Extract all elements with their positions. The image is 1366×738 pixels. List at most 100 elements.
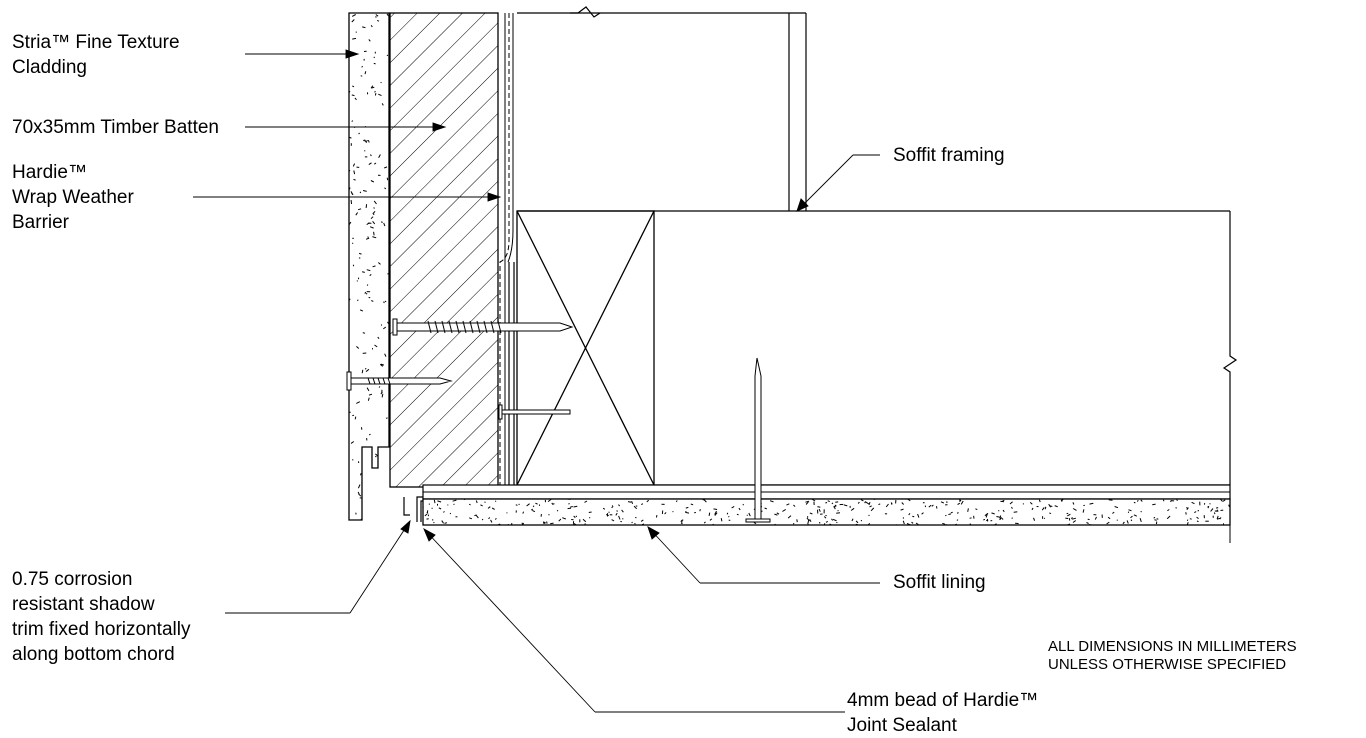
texture-speckle <box>727 513 728 515</box>
texture-speckle <box>951 512 953 513</box>
texture-speckle <box>388 466 389 467</box>
texture-speckle <box>362 272 365 273</box>
label-shadow-trim: 0.75 corrosion resistant shadow trim fix… <box>12 567 190 667</box>
cladding-panel <box>348 13 391 520</box>
dimensions-note: ALL DIMENSIONS IN MILLIMETERS UNLESS OTH… <box>1048 638 1297 674</box>
texture-speckle <box>352 243 353 244</box>
texture-speckle <box>1171 500 1172 502</box>
texture-speckle <box>714 509 718 510</box>
texture-speckle <box>361 473 362 475</box>
texture-speckle <box>387 55 388 56</box>
texture-speckle <box>1134 502 1136 503</box>
texture-speckle <box>1216 508 1218 509</box>
texture-speckle <box>357 281 358 282</box>
texture-speckle <box>589 512 592 513</box>
texture-speckle <box>385 494 386 498</box>
texture-speckle <box>533 506 534 507</box>
texture-speckle <box>376 484 379 486</box>
texture-speckle <box>360 192 361 193</box>
texture-speckle <box>1177 499 1178 501</box>
texture-speckle <box>1000 501 1004 502</box>
texture-speckle <box>1131 520 1132 521</box>
texture-speckle <box>686 507 689 508</box>
texture-speckle <box>388 512 389 513</box>
texture-speckle <box>369 297 371 298</box>
bottom-chord-member <box>517 211 654 485</box>
texture-speckle <box>384 449 386 451</box>
texture-speckle <box>737 514 739 515</box>
texture-speckle <box>1152 504 1155 505</box>
texture-speckle <box>632 522 633 523</box>
label-cladding: Stria™ Fine Texture Cladding <box>12 30 180 80</box>
texture-speckle <box>970 518 972 519</box>
texture-speckle <box>912 516 914 517</box>
texture-speckle <box>374 232 375 236</box>
texture-speckle <box>454 504 455 505</box>
texture-speckle <box>432 520 433 521</box>
soffit-lining <box>422 485 1230 543</box>
texture-speckle <box>996 517 1000 518</box>
texture-speckle <box>945 515 946 516</box>
weather-barrier-wrap <box>500 13 513 493</box>
texture-speckle <box>728 516 729 517</box>
texture-speckle <box>569 503 570 504</box>
texture-speckle <box>986 520 988 521</box>
texture-speckle <box>375 91 376 92</box>
texture-speckle <box>374 63 376 64</box>
texture-speckle <box>547 522 548 524</box>
texture-speckle <box>836 513 840 514</box>
texture-speckle <box>1044 518 1045 519</box>
soffit-framing <box>517 7 1236 485</box>
texture-speckle <box>371 155 372 157</box>
texture-speckle <box>363 333 365 334</box>
texture-speckle <box>369 515 370 518</box>
label-timber-batten: 70x35mm Timber Batten <box>12 115 219 140</box>
texture-speckle <box>485 502 486 503</box>
texture-speckle <box>482 519 483 520</box>
texture-speckle <box>673 511 674 512</box>
texture-speckle <box>370 491 372 492</box>
texture-speckle <box>350 188 351 190</box>
texture-speckle <box>365 368 366 369</box>
texture-speckle <box>358 300 359 301</box>
texture-speckle <box>381 82 382 83</box>
texture-speckle <box>375 93 376 95</box>
texture-speckle <box>359 253 361 254</box>
texture-speckle <box>570 507 573 508</box>
texture-speckle <box>634 523 635 524</box>
texture-speckle <box>359 133 360 134</box>
texture-speckle <box>1012 518 1013 519</box>
texture-speckle <box>1163 500 1164 502</box>
texture-speckle <box>1067 513 1069 514</box>
texture-speckle <box>352 38 356 39</box>
texture-speckle <box>1154 520 1156 521</box>
texture-speckle <box>354 179 356 180</box>
texture-speckle <box>1190 519 1192 520</box>
texture-speckle <box>891 502 892 504</box>
texture-speckle <box>685 512 689 513</box>
texture-speckle <box>352 415 354 416</box>
texture-speckle <box>381 512 382 513</box>
texture-speckle <box>1137 500 1138 501</box>
texture-speckle <box>869 515 870 516</box>
texture-speckle <box>1023 504 1024 505</box>
texture-speckle <box>366 204 367 208</box>
texture-speckle <box>366 480 367 481</box>
texture-speckle <box>838 510 839 511</box>
texture-speckle <box>628 502 631 503</box>
texture-speckle <box>1049 513 1051 514</box>
texture-speckle <box>568 508 571 509</box>
label-soffit-framing: Soffit framing <box>893 143 1005 168</box>
texture-speckle <box>428 515 429 517</box>
label-joint-sealant: 4mm bead of Hardie™ Joint Sealant <box>847 688 1038 738</box>
texture-speckle <box>367 285 368 286</box>
texture-speckle <box>383 497 384 499</box>
timber-batten <box>390 13 498 487</box>
texture-speckle <box>365 503 367 504</box>
texture-speckle <box>464 499 465 500</box>
texture-speckle <box>612 507 613 508</box>
texture-speckle <box>375 456 376 457</box>
texture-speckle <box>825 503 827 504</box>
texture-speckle <box>516 505 518 506</box>
texture-speckle <box>363 456 365 458</box>
